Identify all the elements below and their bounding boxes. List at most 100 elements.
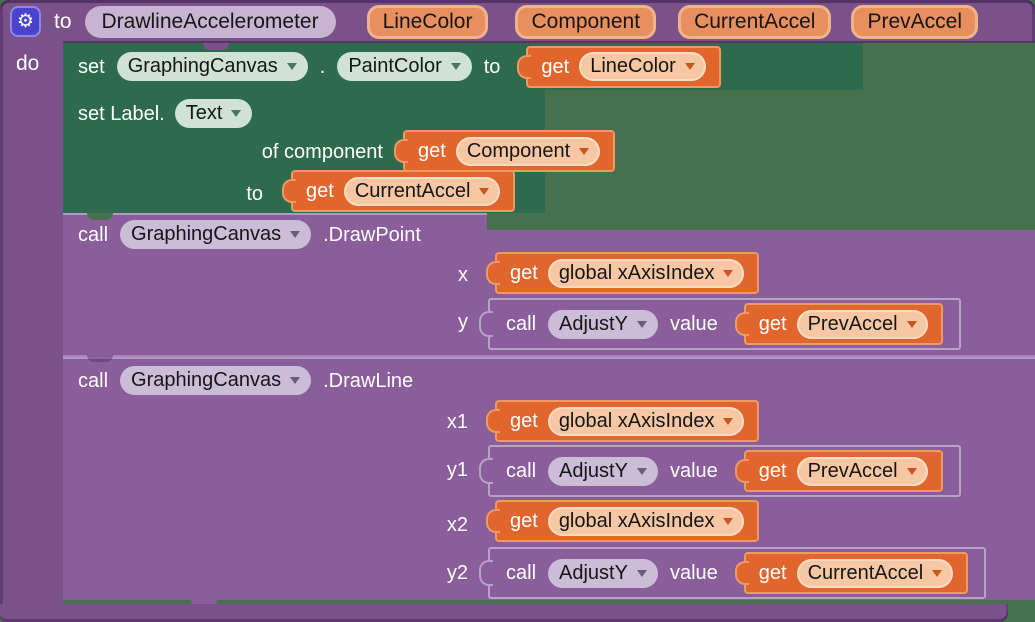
to-keyword: to	[483, 55, 501, 78]
procedure-dropdown-label: AdjustY	[559, 312, 628, 335]
procedure-bottom-bar	[0, 604, 1008, 622]
get-global-xaxisindex-block[interactable]: get global xAxisIndex	[495, 500, 760, 542]
component-dropdown-label: GraphingCanvas	[131, 369, 282, 391]
get-keyword: get	[510, 510, 538, 532]
arg-label-x2: x2	[446, 514, 468, 536]
set-keyword: set	[78, 55, 105, 78]
dropdown-arrow-icon	[723, 517, 734, 525]
to-keyword: to	[54, 10, 72, 33]
param-pill-prevaccel[interactable]: PrevAccel	[851, 4, 978, 39]
call-adjusty-block[interactable]: call AdjustY value get PrevAccel	[488, 445, 961, 497]
value-label: value	[669, 562, 718, 584]
dropdown-arrow-icon	[290, 231, 301, 238]
component-dropdown[interactable]: GraphingCanvas	[116, 52, 308, 81]
procedure-do-column: do	[0, 43, 63, 622]
dropdown-arrow-icon	[479, 187, 490, 195]
dropdown-arrow-icon	[231, 110, 242, 117]
variable-dropdown-label: LineColor	[590, 55, 676, 77]
get-component-block[interactable]: get Component	[403, 130, 616, 172]
dropdown-arrow-icon	[932, 569, 943, 577]
get-keyword: get	[758, 562, 787, 584]
get-prevaccel-block[interactable]: get PrevAccel	[743, 303, 943, 345]
call-keyword: call	[78, 369, 109, 392]
dropdown-arrow-icon	[723, 417, 734, 425]
variable-dropdown-label: global xAxisIndex	[558, 261, 715, 284]
dropdown-arrow-icon	[636, 467, 647, 475]
set-label-keyword: set Label.	[78, 102, 165, 125]
param-pill-linecolor[interactable]: LineColor	[366, 4, 489, 39]
param-pill-component[interactable]: Component	[515, 4, 657, 39]
procedure-name-field[interactable]: DrawlineAccelerometer	[84, 5, 336, 38]
of-component-label: of component	[261, 141, 383, 163]
dropdown-arrow-icon	[286, 63, 297, 70]
value-label: value	[669, 460, 718, 482]
variable-dropdown[interactable]: PrevAccel	[796, 309, 928, 339]
get-keyword: get	[510, 262, 538, 284]
get-keyword: get	[510, 410, 538, 432]
procedure-dropdown[interactable]: AdjustY	[548, 309, 658, 339]
dot-separator: .	[319, 55, 326, 78]
get-global-xaxisindex-block[interactable]: get global xAxisIndex	[495, 400, 760, 442]
property-dropdown-label: PaintColor	[348, 55, 442, 77]
variable-dropdown[interactable]: Component	[455, 136, 601, 166]
get-keyword: get	[758, 460, 787, 482]
call-keyword: call	[506, 460, 537, 482]
variable-dropdown[interactable]: global xAxisIndex	[547, 258, 745, 288]
call-adjusty-block[interactable]: call AdjustY value get CurrentAccel	[488, 547, 987, 599]
block-top-notch	[87, 355, 113, 362]
get-currentaccel-block[interactable]: get CurrentAccel	[743, 552, 969, 594]
get-currentaccel-block[interactable]: get CurrentAccel	[291, 170, 516, 212]
procedure-dropdown-label: AdjustY	[559, 561, 628, 584]
workspace-gap	[487, 213, 1035, 230]
variable-dropdown-label: PrevAccel	[807, 312, 898, 335]
param-pill-currentaccel[interactable]: CurrentAccel	[678, 4, 832, 39]
dropdown-arrow-icon	[906, 467, 917, 475]
header-divider	[63, 41, 1035, 43]
procedure-dropdown[interactable]: AdjustY	[548, 456, 658, 486]
block-top-notch	[203, 43, 229, 50]
arg-label-x: x	[458, 264, 468, 286]
to-label: to	[246, 183, 263, 205]
variable-dropdown-label: global xAxisIndex	[558, 509, 715, 532]
set-paintcolor-block[interactable]: set GraphingCanvas . PaintColor to get L…	[63, 43, 863, 90]
variable-dropdown[interactable]: global xAxisIndex	[547, 406, 745, 436]
method-label: .DrawLine	[323, 369, 414, 392]
dropdown-arrow-icon	[450, 63, 461, 70]
dropdown-arrow-icon	[636, 569, 647, 577]
gear-icon: ⚙	[16, 11, 35, 32]
arg-label-y2: y2	[446, 562, 468, 584]
call-keyword: call	[506, 313, 537, 335]
variable-dropdown-label: Component	[466, 139, 571, 162]
component-dropdown[interactable]: GraphingCanvas	[120, 366, 312, 395]
mutator-gear-button[interactable]: ⚙	[10, 6, 41, 37]
block-top-notch	[87, 213, 113, 220]
get-keyword: get	[418, 140, 446, 162]
property-dropdown[interactable]: PaintColor	[337, 52, 472, 81]
get-keyword: get	[541, 55, 570, 78]
dropdown-arrow-icon	[723, 269, 734, 277]
get-linecolor-block[interactable]: get LineColor	[526, 45, 721, 88]
call-adjusty-block[interactable]: call AdjustY value get PrevAccel	[488, 298, 961, 350]
variable-dropdown[interactable]: PrevAccel	[796, 456, 928, 486]
arg-label-y: y	[458, 311, 468, 333]
procedure-dropdown[interactable]: AdjustY	[548, 558, 658, 588]
dropdown-arrow-icon	[906, 320, 917, 328]
procedure-dropdown-label: AdjustY	[559, 459, 628, 482]
variable-dropdown[interactable]: global xAxisIndex	[547, 506, 745, 536]
value-label: value	[669, 313, 718, 335]
method-label: .DrawPoint	[323, 223, 421, 246]
variable-dropdown-label: global xAxisIndex	[558, 409, 715, 432]
component-dropdown[interactable]: GraphingCanvas	[120, 220, 312, 249]
variable-dropdown[interactable]: CurrentAccel	[796, 558, 954, 588]
get-global-xaxisindex-block[interactable]: get global xAxisIndex	[495, 252, 760, 294]
property-dropdown[interactable]: Text	[174, 99, 253, 128]
get-keyword: get	[758, 313, 787, 335]
variable-dropdown[interactable]: CurrentAccel	[343, 176, 501, 206]
get-prevaccel-block[interactable]: get PrevAccel	[743, 450, 943, 492]
procedure-definition-header[interactable]: ⚙ to DrawlineAccelerometer LineColor Com…	[0, 0, 1035, 43]
dropdown-arrow-icon	[290, 377, 301, 384]
component-dropdown-label: GraphingCanvas	[131, 223, 282, 245]
variable-dropdown[interactable]: LineColor	[579, 52, 706, 81]
block-bottom-notch	[191, 600, 217, 607]
